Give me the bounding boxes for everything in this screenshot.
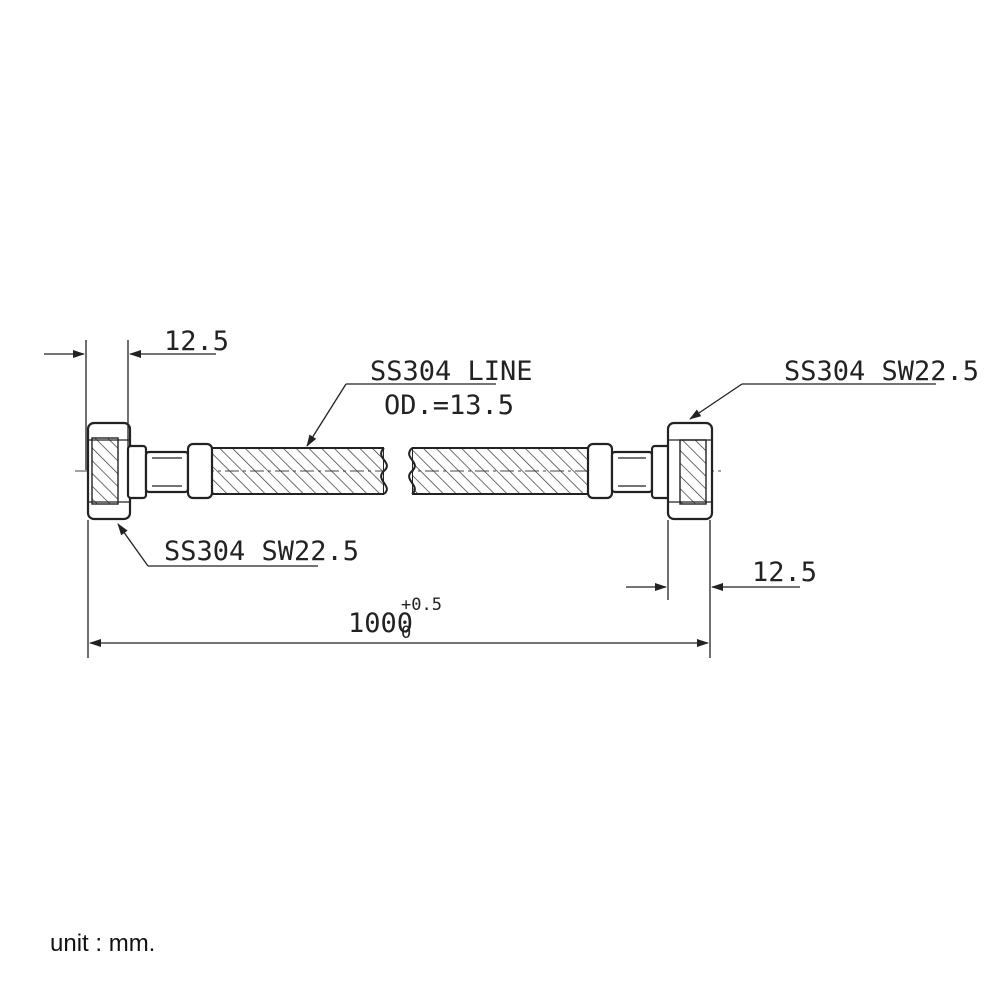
left-fitting-label: SS304 SW22.5	[164, 536, 359, 567]
dim-overall-length: 1000 +0.5 0	[87, 520, 709, 658]
hose-callout: SS304 LINE OD.=13.5	[306, 356, 533, 447]
hose-body	[211, 445, 589, 497]
right-nut	[666, 421, 714, 521]
tolerance-lower: 0	[401, 623, 411, 643]
dim-left-nut-text: 12.5	[164, 326, 229, 357]
right-fitting-label: SS304 SW22.5	[784, 356, 979, 387]
dim-left-nut: 12.5	[44, 326, 229, 470]
hose-od-label: OD.=13.5	[384, 390, 514, 421]
left-fitting-callout: SS304 SW22.5	[117, 523, 359, 567]
dim-right-nut: 12.5	[626, 520, 817, 658]
right-fitting-callout: SS304 SW22.5	[689, 356, 979, 420]
unit-note: unit : mm.	[50, 930, 156, 957]
right-fitting	[586, 442, 672, 500]
hose-label: SS304 LINE	[370, 356, 533, 387]
dim-right-nut-text: 12.5	[752, 557, 817, 588]
tolerance-upper: +0.5	[401, 595, 442, 615]
overall-length-text: 1000	[348, 608, 413, 639]
left-fitting	[126, 442, 214, 500]
left-nut	[86, 421, 132, 521]
